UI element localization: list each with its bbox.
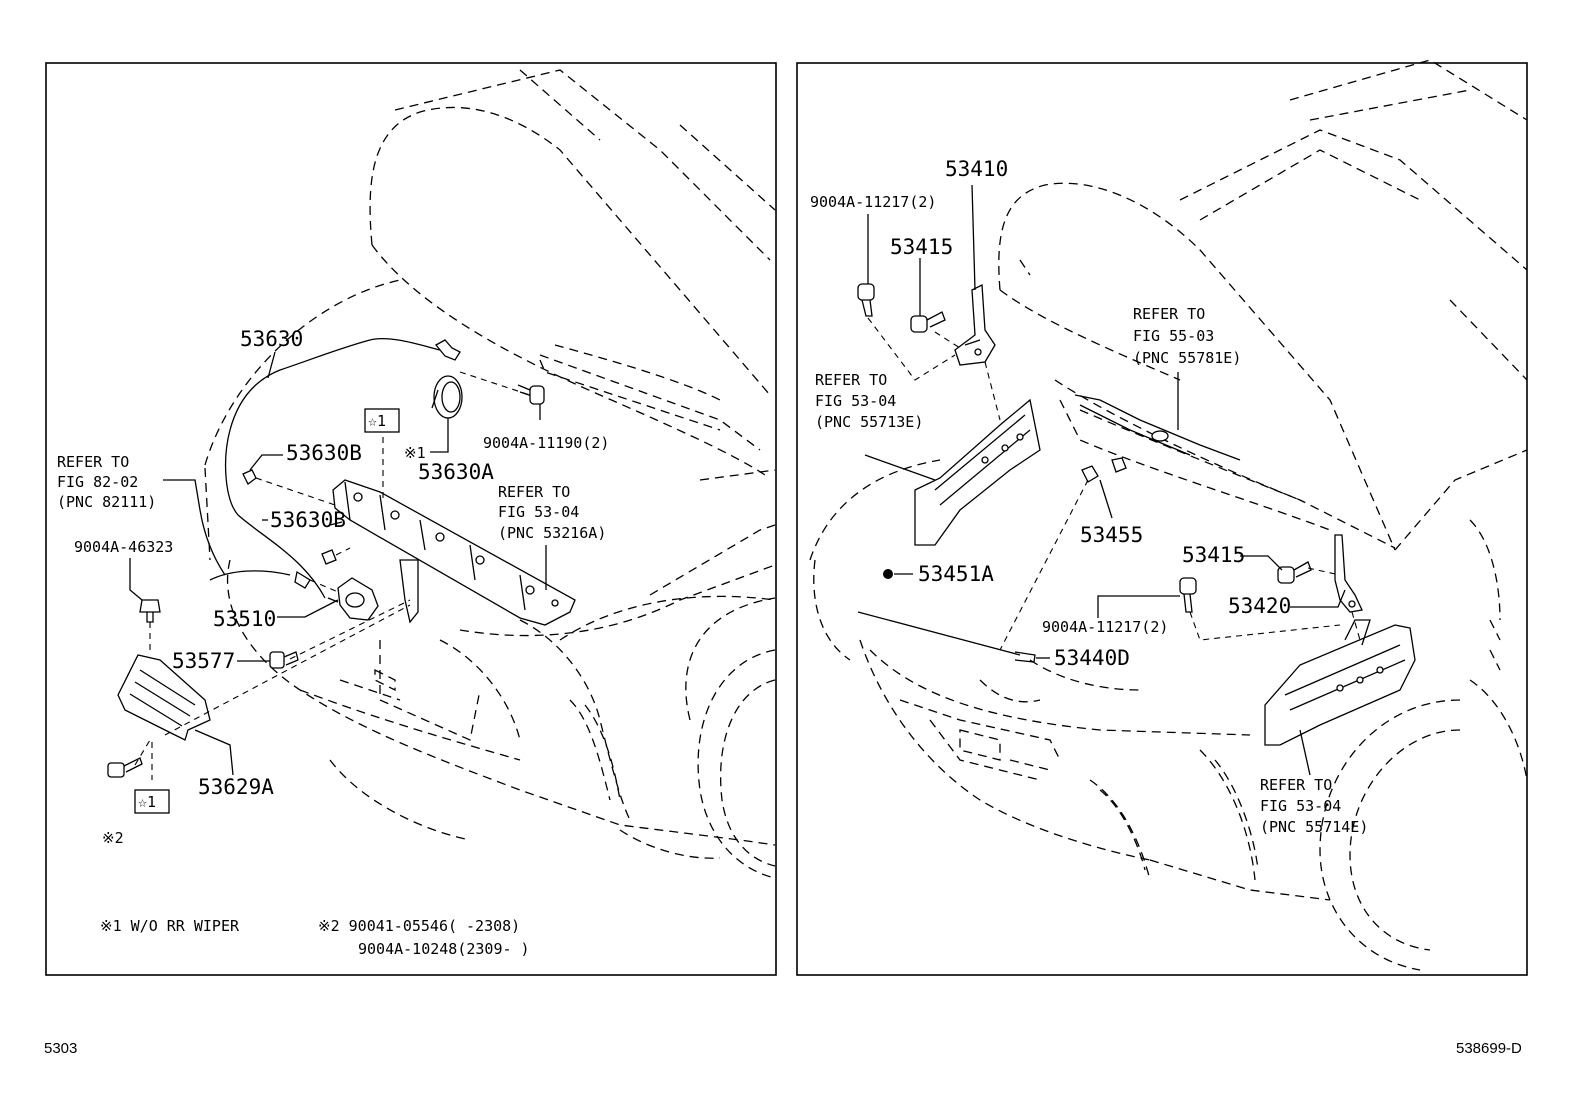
right-panel: 53410 9004A-11217(2) 53415 REFER TO FIG … <box>796 59 1528 976</box>
label-53630b-2: 53630B <box>270 508 346 532</box>
clip-9004a-46323 <box>139 599 161 623</box>
left-body-outline <box>204 279 776 879</box>
label-53577: 53577 <box>172 649 235 673</box>
bolt-53415-bot <box>1277 561 1312 584</box>
label-53629a: 53629A <box>198 775 274 799</box>
label-ref-55781-line2: FIG 55-03 <box>1133 327 1214 345</box>
label-ref-82-line1: REFER TO <box>57 453 129 471</box>
label-ref-55781-line3: (PNC 55781E) <box>1133 349 1241 367</box>
label-53630a-mark: ※1 <box>404 444 426 462</box>
label-9004a-11217-bot: 9004A-11217(2) <box>1042 618 1168 636</box>
support-rod-53440d <box>857 611 1036 663</box>
label-9004a-11217-top: 9004A-11217(2) <box>810 193 936 211</box>
label-ref-55713-line2: FIG 53-04 <box>815 392 896 410</box>
left-leader-lines <box>129 351 547 776</box>
hinge-53410 <box>954 283 996 366</box>
clip-53455 <box>1081 457 1127 483</box>
cowl-area <box>1054 379 1396 549</box>
bolt-9004a-11217-bot <box>1179 577 1197 613</box>
apron-right <box>1264 619 1416 746</box>
hood-latch-53510 <box>327 577 379 621</box>
release-cable <box>209 338 461 599</box>
label-53630b-1: 53630B <box>286 441 362 465</box>
apron-left <box>914 398 1041 546</box>
right-hood-outline <box>998 59 1528 621</box>
note-2-line1: ※2 90041-05546( -2308) <box>318 917 520 935</box>
cushion-53451a <box>883 569 893 579</box>
left-panel: ☆1 ☆1 53630 53630B 53630B ※1 53630A 9004… <box>45 62 777 976</box>
part-53630a <box>431 375 463 419</box>
label-53420: 53420 <box>1228 594 1291 618</box>
clip-53630b <box>242 469 337 565</box>
label-ref-82-line2: FIG 82-02 <box>57 473 138 491</box>
bolt-9004a-11217-top <box>857 283 875 317</box>
label-ref-55714-line1: REFER TO <box>1260 776 1332 794</box>
label-53451a: 53451A <box>918 562 994 586</box>
label-53415-top: 53415 <box>890 235 953 259</box>
note-2-line2: 9004A-10248(2309- ) <box>358 940 530 958</box>
right-panel-frame <box>796 62 1528 976</box>
label-53630: 53630 <box>240 327 303 351</box>
page-code: 5303 <box>44 1040 78 1057</box>
star1-top: ☆1 <box>368 412 386 430</box>
label-53630a: 53630A <box>418 460 494 484</box>
star1-box-bottom <box>134 789 170 814</box>
right-dashed-leaders <box>867 317 1361 651</box>
label-53415-bot: 53415 <box>1182 543 1245 567</box>
label-ref-53216-line2: FIG 53-04 <box>498 503 579 521</box>
label-ref-55714-line3: (PNC 55714E) <box>1260 818 1368 836</box>
left-dashed-leaders <box>134 437 411 780</box>
label-ref-55781-line1: REFER TO <box>1133 305 1205 323</box>
label-ref-55714-line2: FIG 53-04 <box>1260 797 1341 815</box>
label-53455: 53455 <box>1080 523 1143 547</box>
label-ref-55713-line3: (PNC 55713E) <box>815 413 923 431</box>
label-9004a-11190: 9004A-11190(2) <box>483 434 609 452</box>
left-hood-outline <box>369 69 776 476</box>
label-ref-55713-line1: REFER TO <box>815 371 887 389</box>
bolt-53415-top <box>910 311 946 333</box>
label-ref-82-line3: (PNC 82111) <box>57 493 156 511</box>
left-panel-frame <box>45 62 777 976</box>
label-mark2: ※2 <box>102 829 124 847</box>
drawing-id: 538699-D <box>1456 1040 1522 1057</box>
cover-53629a <box>117 654 211 741</box>
label-53440d: 53440D <box>1054 646 1130 670</box>
right-body-outline <box>809 459 1528 971</box>
hinge-53420 <box>1334 534 1363 613</box>
label-ref-53216-line3: (PNC 53216A) <box>498 524 606 542</box>
label-53510: 53510 <box>213 607 276 631</box>
bolt-mark2 <box>107 757 143 778</box>
label-9004a-46323: 9004A-46323 <box>74 538 173 556</box>
label-ref-53216-line1: REFER TO <box>498 483 570 501</box>
star1-box-top <box>364 408 400 433</box>
radiator-support-bar <box>332 479 576 626</box>
bolt-53577 <box>269 651 299 669</box>
right-leader-lines <box>864 184 1346 776</box>
bolt-9004a-11190 <box>459 371 545 405</box>
label-53410: 53410 <box>945 157 1008 181</box>
star1-bottom: ☆1 <box>138 793 156 811</box>
note-1: ※1 W/O RR WIPER <box>100 917 240 935</box>
